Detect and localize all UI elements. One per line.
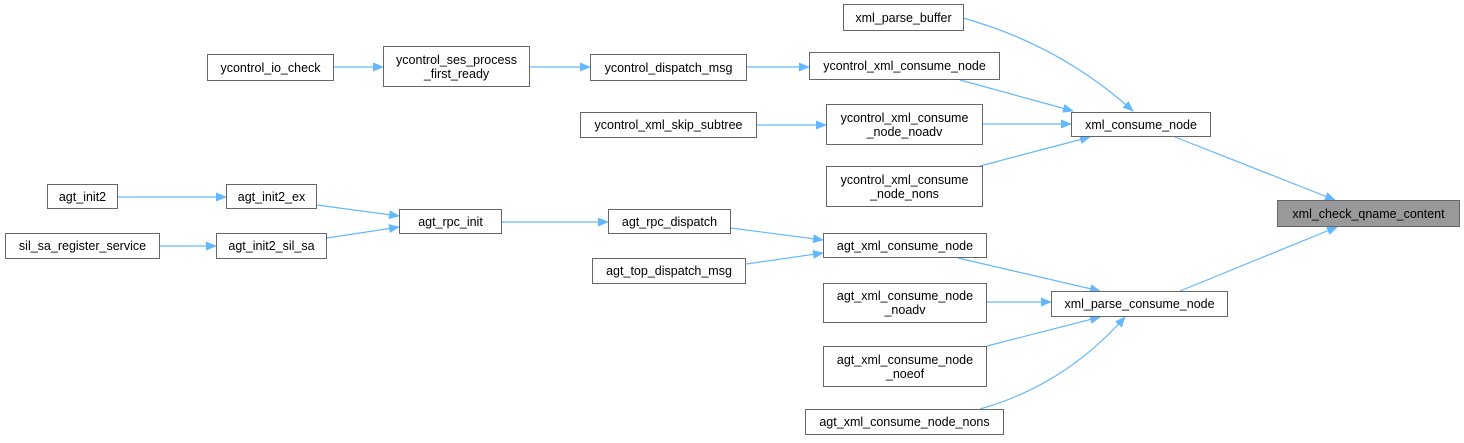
call-edge-agt_xml_consume_node_noeof-to-xml_parse_consume_node (986, 315, 1101, 347)
node-xml-parse-consume-node[interactable]: xml_parse_consume_node (1051, 291, 1228, 317)
node-ycontrol-dispatch-msg[interactable]: ycontrol_dispatch_msg (590, 54, 747, 81)
node-agt-init2[interactable]: agt_init2 (47, 184, 118, 209)
call-edge-agt_rpc_dispatch-to-agt_xml_consume_node (730, 227, 824, 244)
node-ycontrol-xml-consume-node-noadv[interactable]: ycontrol_xml_consume _node_noadv (826, 104, 983, 145)
node-agt-init2-ex[interactable]: agt_init2_ex (226, 184, 317, 209)
node-ycontrol-xml-consume-node-nons[interactable]: ycontrol_xml_consume _node_nons (826, 166, 983, 207)
call-edge-agt_xml_consume_node-to-xml_parse_consume_node (957, 257, 1101, 294)
call-edge-ycontrol_xml_consume_node-to-xml_consume_node (959, 79, 1074, 113)
node-agt-rpc-dispatch[interactable]: agt_rpc_dispatch (608, 209, 731, 234)
call-edge-xml_parse_buffer-to-xml_consume_node (962, 17, 1134, 112)
node-ycontrol-xml-skip-subtree[interactable]: ycontrol_xml_skip_subtree (580, 112, 757, 138)
node-agt-xml-consume-node[interactable]: agt_xml_consume_node (823, 233, 987, 258)
node-agt-xml-consume-node-noadv[interactable]: agt_xml_consume_node _noadv (823, 283, 987, 323)
node-xml-consume-node[interactable]: xml_consume_node (1071, 112, 1211, 137)
call-edge-xml_parse_consume_node-to-xml_check_qname_content (1179, 226, 1338, 292)
node-ycontrol-io-check[interactable]: ycontrol_io_check (207, 54, 334, 81)
call-edge-agt_xml_consume_node_nons-to-xml_parse_consume_node (979, 316, 1126, 410)
node-sil-sa-register-service[interactable]: sil_sa_register_service (5, 233, 160, 259)
node-agt-init2-sil-sa[interactable]: agt_init2_sil_sa (216, 233, 327, 259)
call-edge-agt_init2_sil_sa-to-agt_rpc_init (326, 224, 400, 239)
call-edge-agt_init2_ex-to-agt_rpc_init (316, 204, 400, 220)
node-ycontrol-xml-consume-node[interactable]: ycontrol_xml_consume_node (809, 52, 1000, 80)
node-agt-xml-consume-node-nons[interactable]: agt_xml_consume_node_nons (805, 409, 1004, 435)
node-xml-check-qname-content: xml_check_qname_content (1277, 200, 1460, 227)
call-edge-xml_consume_node-to-xml_check_qname_content (1174, 136, 1336, 201)
node-agt-rpc-init[interactable]: agt_rpc_init (399, 209, 502, 234)
node-agt-top-dispatch-msg[interactable]: agt_top_dispatch_msg (592, 258, 746, 284)
node-ycontrol-ses-process-first-ready[interactable]: ycontrol_ses_process _first_ready (383, 46, 530, 87)
call-edge-agt_top_dispatch_msg-to-agt_xml_consume_node (745, 249, 824, 265)
node-xml-parse-buffer[interactable]: xml_parse_buffer (843, 4, 964, 31)
call-edge-ycontrol_xml_consume_node_nons-to-xml_consume_node (979, 135, 1091, 167)
node-agt-xml-consume-node-noeof[interactable]: agt_xml_consume_node _noeof (823, 346, 987, 387)
